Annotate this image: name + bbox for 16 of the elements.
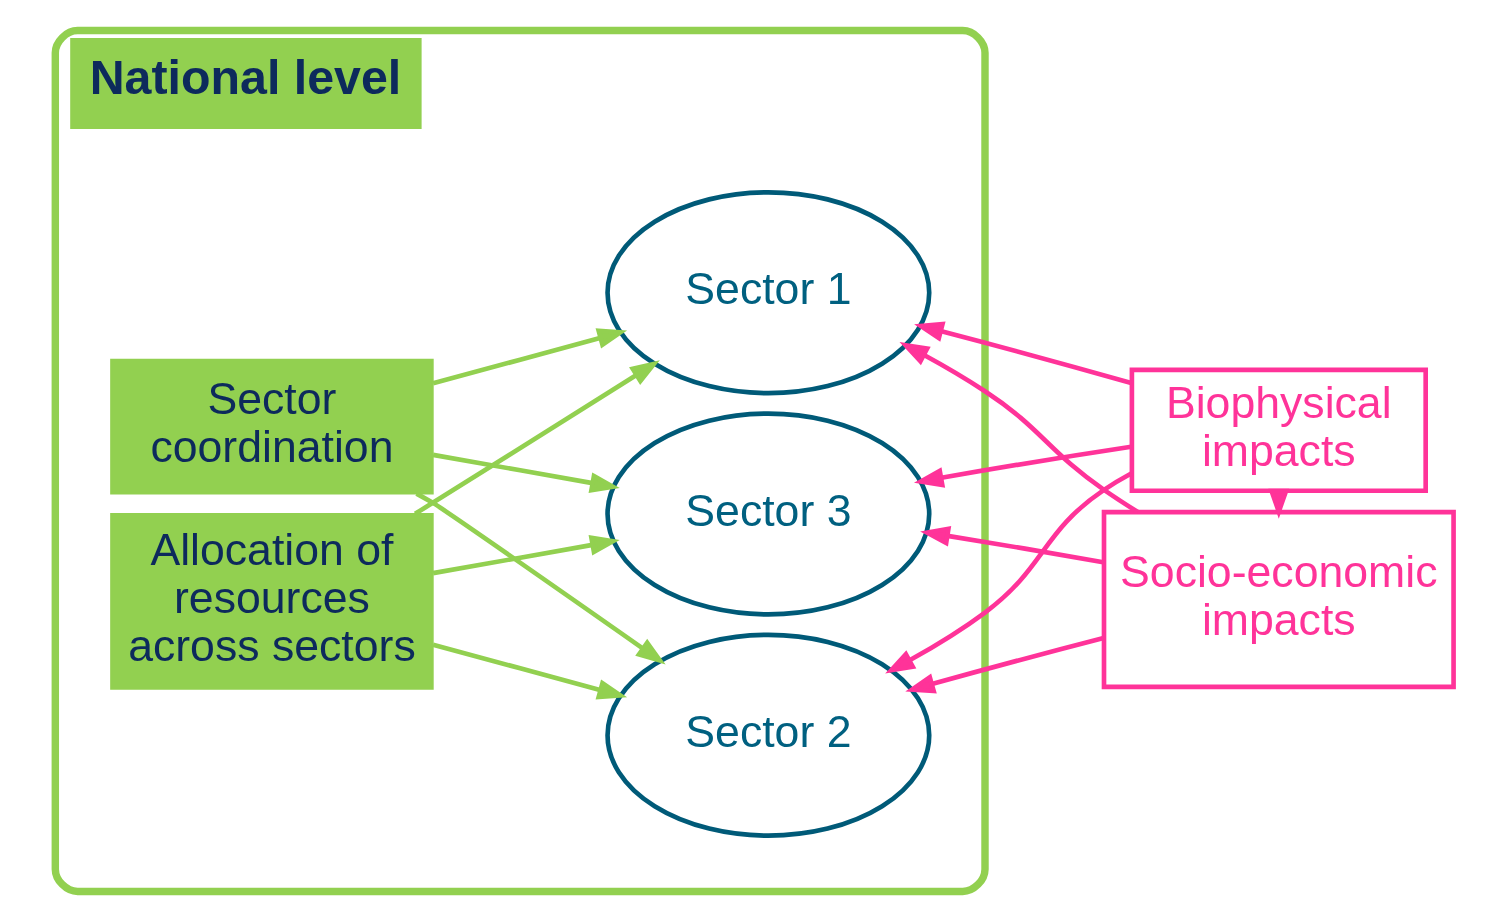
arrow: [913, 444, 1132, 488]
node-ellipse: Sector 2: [604, 632, 932, 838]
arrow: [432, 534, 620, 576]
node-box: Allocation of resources across sectors: [109, 513, 434, 690]
arrow: [432, 452, 620, 494]
arrow: [913, 321, 1132, 386]
arrow: [414, 491, 666, 665]
node-box: Sector coordination: [109, 358, 434, 495]
arrow: [431, 328, 627, 386]
arrow: [884, 471, 1132, 674]
arrow: [919, 525, 1104, 565]
arrow: [413, 360, 660, 516]
arrow: [904, 635, 1104, 694]
node-ellipse: Sector 3: [604, 411, 932, 617]
node-box: Socio-economic impacts: [1101, 509, 1456, 690]
arrow: [431, 642, 627, 700]
